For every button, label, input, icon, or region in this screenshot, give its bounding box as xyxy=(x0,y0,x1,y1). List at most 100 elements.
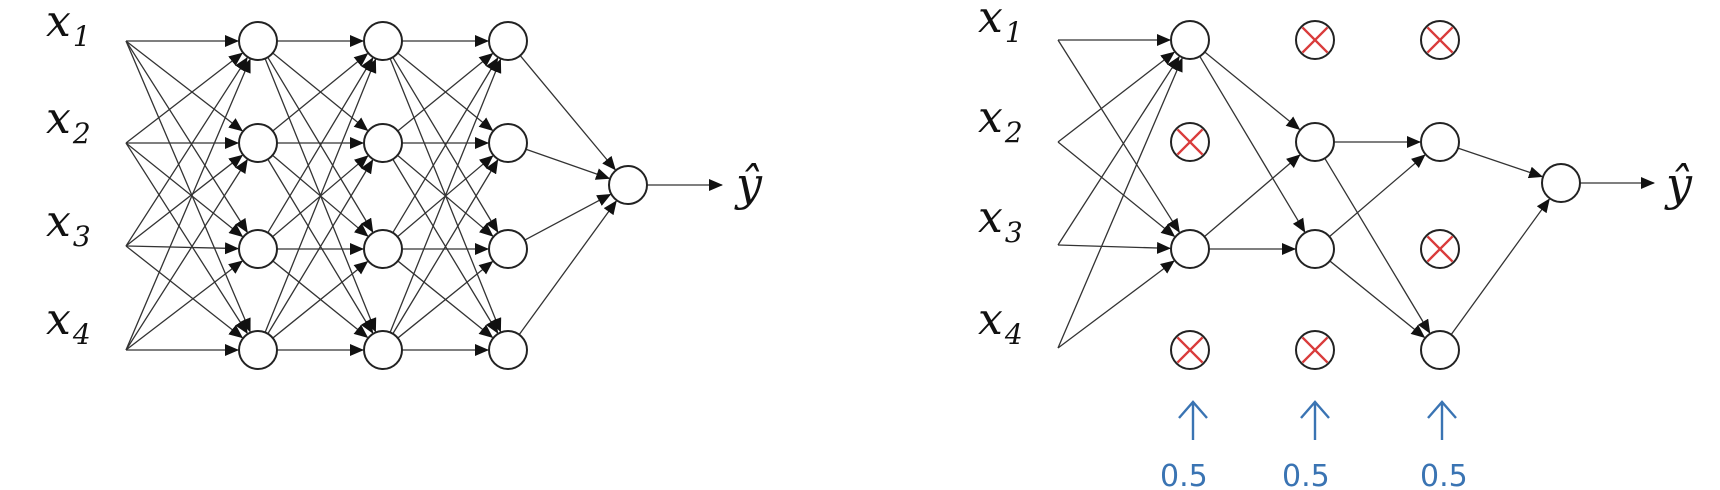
output-neuron xyxy=(1541,163,1581,203)
full-network-edges xyxy=(125,35,723,356)
connection-edge xyxy=(1057,57,1183,349)
connection-edge xyxy=(1057,51,1175,143)
connection-edge xyxy=(125,40,251,333)
connection-edge xyxy=(125,56,248,247)
connection-edge xyxy=(1057,39,1180,233)
hidden-neuron xyxy=(363,330,403,370)
input-label-x2: x2 xyxy=(978,92,1023,149)
hidden-neuron xyxy=(488,21,528,61)
hidden-neuron xyxy=(1420,122,1460,162)
up-arrow-annotation xyxy=(1427,400,1457,440)
connection-edge xyxy=(125,40,248,233)
input-label-x4: x4 xyxy=(978,294,1023,351)
connection-edge xyxy=(264,58,377,333)
connection-edge xyxy=(392,57,499,234)
connection-edge xyxy=(267,57,374,234)
hidden-neuron xyxy=(1295,229,1335,269)
input-label-x3: x3 xyxy=(978,192,1023,249)
connection-edge xyxy=(1057,141,1176,238)
connection-edge xyxy=(1057,242,1172,254)
connection-edge xyxy=(392,159,499,335)
connection-edge xyxy=(272,53,369,132)
keep-prob-annotations: 0.5 0.5 0.5 xyxy=(1160,400,1468,490)
connection-edge xyxy=(518,200,617,336)
hidden-neuron xyxy=(363,21,403,61)
dropped-x-mark xyxy=(1176,128,1204,156)
connection-edge xyxy=(1457,147,1544,179)
input-label-x1: x1 xyxy=(46,0,91,53)
dropped-x-mark xyxy=(1426,26,1454,54)
up-arrow-annotation xyxy=(1300,400,1330,440)
up-arrow-annotation xyxy=(1178,400,1208,440)
connection-edge xyxy=(397,53,494,132)
connection-edge xyxy=(1204,154,1301,238)
keep-prob-label-layer-3: 0.5 xyxy=(1420,459,1468,490)
connection-edge xyxy=(125,159,248,351)
input-label-x4: x4 xyxy=(46,294,91,351)
connection-edge xyxy=(1204,51,1301,130)
keep-prob-label-layer-2: 0.5 xyxy=(1282,459,1330,490)
dropped-x-mark xyxy=(1176,336,1204,364)
connection-edge xyxy=(125,40,243,132)
connection-edge xyxy=(125,52,243,144)
output-neuron xyxy=(608,165,648,205)
input-label-x2: x2 xyxy=(46,93,91,150)
dropped-neuron xyxy=(1170,122,1210,162)
output-label-y-hat: ŷ xyxy=(1664,157,1693,211)
connection-edge xyxy=(125,58,251,351)
connection-edge xyxy=(397,260,494,339)
hidden-neuron xyxy=(238,330,278,370)
connection-edge xyxy=(1057,260,1175,349)
hidden-neuron xyxy=(488,229,528,269)
connection-edge xyxy=(389,58,502,333)
connection-edge xyxy=(267,159,374,335)
hidden-neuron xyxy=(363,229,403,269)
dropped-neuron xyxy=(1420,229,1460,269)
connection-edge xyxy=(1329,260,1426,339)
input-label-x1: x1 xyxy=(978,0,1023,49)
hidden-neuron xyxy=(238,229,278,269)
hidden-neuron xyxy=(363,123,403,163)
connection-edge xyxy=(125,260,243,351)
full-network-nodes xyxy=(238,21,648,370)
connection-edge xyxy=(1450,198,1550,335)
connection-edge xyxy=(125,142,244,238)
connection-edge xyxy=(272,260,369,339)
connection-edge xyxy=(125,142,248,334)
hidden-neuron xyxy=(238,123,278,163)
connection-edge xyxy=(525,148,611,180)
full-network: x1 x2 x3 x4 ŷ xyxy=(46,0,763,370)
hidden-neuron xyxy=(1170,20,1210,60)
full-network-inputs: x1 x2 x3 x4 xyxy=(46,0,91,351)
hidden-neuron xyxy=(1170,229,1210,269)
dropped-neuron xyxy=(1295,20,1335,60)
connection-edge xyxy=(1057,55,1180,246)
connection-edge xyxy=(524,193,612,241)
hidden-neuron xyxy=(488,330,528,370)
dropped-neuron xyxy=(1170,330,1210,370)
output-label-y-hat: ŷ xyxy=(734,157,763,211)
dropped-x-mark xyxy=(1426,235,1454,263)
connection-edge xyxy=(1324,157,1431,334)
hidden-neuron xyxy=(1295,122,1335,162)
dropout-network: x1 x2 x3 x4 ŷ 0.5 0.5 0.5 xyxy=(978,0,1693,490)
dropout-network-nodes xyxy=(1170,20,1581,370)
hidden-neuron xyxy=(1420,330,1460,370)
connection-edge xyxy=(125,154,244,247)
hidden-neuron xyxy=(488,123,528,163)
dropped-x-mark xyxy=(1301,26,1329,54)
connection-edge xyxy=(125,245,244,339)
connection-edge xyxy=(1329,154,1426,238)
connection-edge xyxy=(1199,55,1306,233)
keep-prob-label-layer-1: 0.5 xyxy=(1160,459,1208,490)
hidden-neuron xyxy=(238,21,278,61)
dropped-neuron xyxy=(1295,330,1335,370)
dropped-x-mark xyxy=(1301,336,1329,364)
dropout-network-edges xyxy=(1057,34,1655,349)
dropped-neuron xyxy=(1420,20,1460,60)
input-label-x3: x3 xyxy=(46,196,91,253)
dropout-network-inputs: x1 x2 x3 x4 xyxy=(978,0,1023,351)
connection-edge xyxy=(125,242,240,255)
